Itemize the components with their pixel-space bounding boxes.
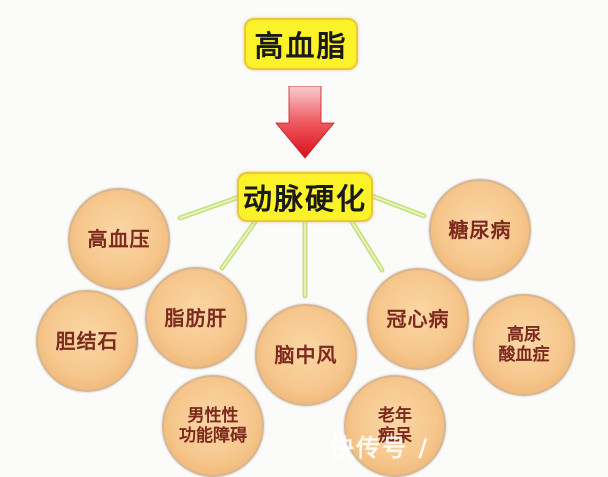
disease-label-line-1: 男性性	[187, 405, 239, 426]
disease-label-line-1: 高尿	[507, 324, 541, 345]
disease-label: 糖尿病	[448, 218, 512, 242]
disease-label: 胆结石	[55, 329, 119, 353]
watermark-text: 快传号 /	[330, 434, 430, 462]
disease-ball-male-sexual-dysfunction: 男性性 功能障碍	[162, 375, 264, 477]
center-node-atherosclerosis: 动脉硬化	[237, 172, 373, 222]
disease-label-line-2: 功能障碍	[179, 426, 247, 446]
disease-label-line-1: 老年	[378, 405, 412, 426]
disease-label: 脑中风	[274, 343, 338, 367]
disease-ball-coronary-heart-disease: 冠心病	[367, 268, 469, 370]
disease-label-line-2: 酸血症	[498, 345, 550, 365]
disease-ball-hyperuricemia: 高尿 酸血症	[473, 294, 575, 396]
disease-label: 冠心病	[386, 307, 450, 331]
connector-spokes	[177, 193, 427, 299]
top-node-hyperlipidemia: 高血脂	[244, 18, 358, 70]
disease-ball-fatty-liver: 脂肪肝	[145, 267, 247, 369]
disease-label: 脂肪肝	[164, 306, 228, 330]
disease-label: 高血压	[87, 227, 151, 251]
diagram-canvas: 高血脂 动脉硬化 高血压 糖尿病 脂肪肝 冠心病 胆结石 脑中风 高尿 酸血症 …	[36, 18, 575, 477]
disease-label-line-2: 痴呆	[378, 426, 412, 446]
disease-ball-hypertension: 高血压	[68, 188, 170, 290]
arrow-down-icon	[275, 86, 335, 159]
disease-ball-stroke: 脑中风	[255, 304, 357, 406]
center-node-label: 动脉硬化	[242, 182, 367, 216]
disease-ball-gallstones: 胆结石	[36, 290, 138, 392]
disease-ball-diabetes: 糖尿病	[429, 179, 531, 281]
top-node-label: 高血脂	[254, 29, 348, 63]
